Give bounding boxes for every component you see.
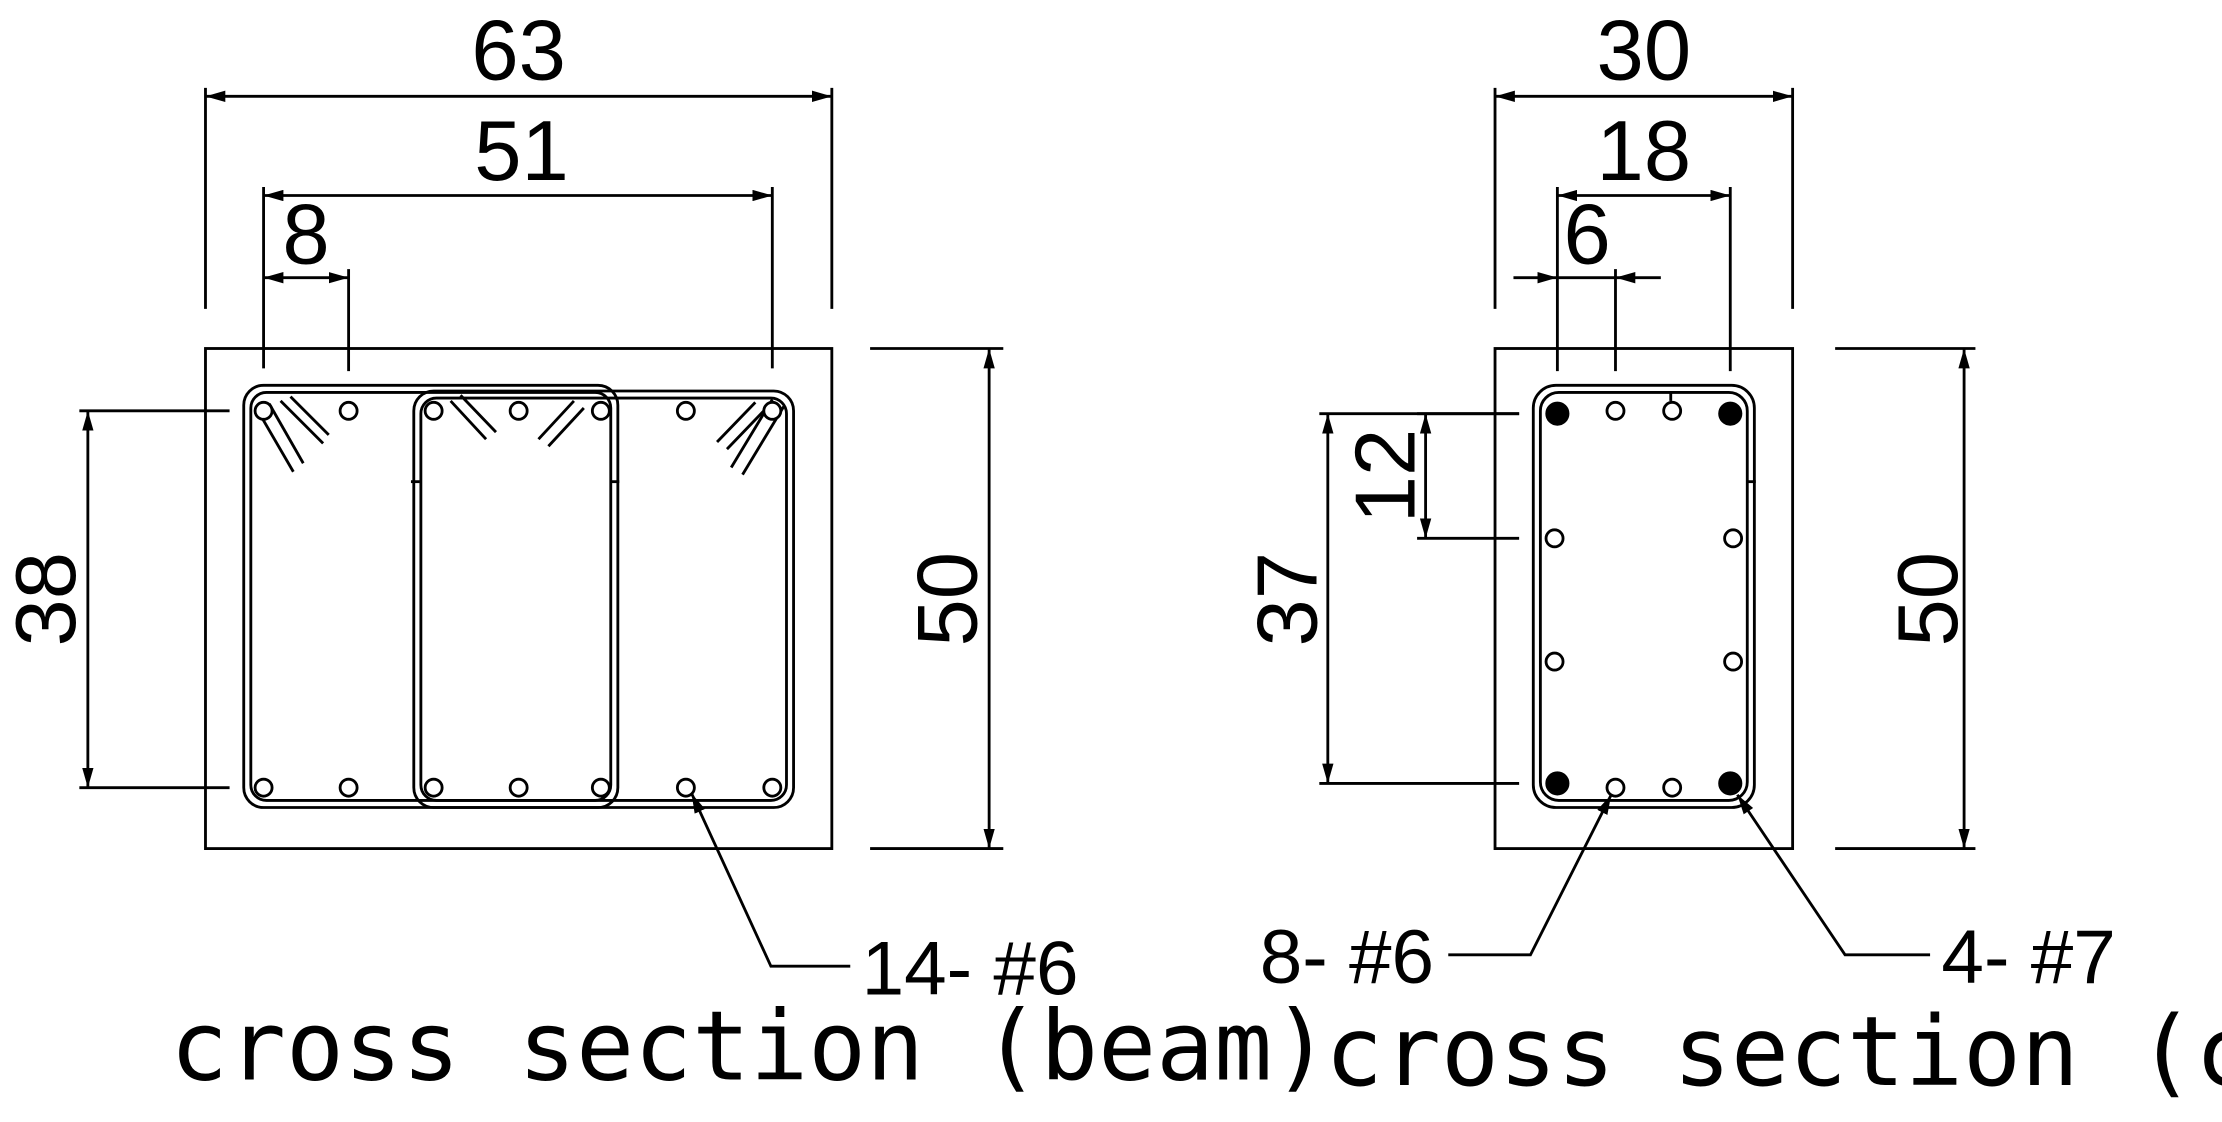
- column-dim-spacing-label: 6: [1563, 188, 1610, 283]
- column-dim-inner-label: 18: [1597, 104, 1692, 199]
- column-dim-spacing: 6: [1513, 188, 1661, 372]
- beam-dim-inner-height-label: 38: [0, 552, 94, 647]
- column-rebar-large-label: 4- #7: [1941, 915, 2115, 1000]
- beam-dim-inner-height: 38: [0, 409, 230, 790]
- beam-rebars: [253, 400, 783, 798]
- column-rebar-large-callout: 4- #7: [1736, 793, 2116, 1000]
- column-caption: cross section (column): [1325, 996, 2222, 1108]
- column-dim-width: 30: [1493, 3, 1795, 309]
- column-rebars: [1544, 400, 1744, 798]
- beam-stirrup-left-inner: [249, 391, 613, 802]
- column-dim-width-label: 30: [1597, 3, 1692, 98]
- beam-dim-width: 63: [204, 3, 834, 309]
- beam-stirrup-left: [242, 383, 620, 809]
- beam-rebar-label: 14- #6: [862, 927, 1079, 1012]
- beam-dim-spacing: 8: [263, 188, 351, 372]
- column-section: 30 18 6 50 37: [1240, 3, 2222, 1108]
- column-dim-inner-height-label: 37: [1240, 552, 1335, 647]
- beam-stirrup-right: [412, 389, 795, 809]
- beam-section: 63 51 8 50 38: [0, 3, 1330, 1102]
- column-rebar-small-label: 8- #6: [1260, 915, 1434, 1000]
- column-stirrup: [1531, 383, 1756, 809]
- column-outline: [1493, 347, 1795, 851]
- column-rebar-small-callout: 8- #6: [1260, 794, 1613, 1000]
- beam-stirrup-right-inner: [419, 396, 788, 802]
- beam-outline: [204, 347, 834, 851]
- column-dim-height: 50: [1835, 347, 1976, 850]
- beam-dim-height: 50: [870, 347, 1004, 850]
- beam-rebar-callout: 14- #6: [690, 792, 1079, 1012]
- beam-dim-height-label: 50: [900, 552, 995, 647]
- column-dim-height-label: 50: [1881, 552, 1976, 647]
- beam-dim-inner-label: 51: [474, 104, 569, 199]
- column-dim-vertical-spacing-label: 12: [1338, 429, 1433, 524]
- column-dim-vertical-spacing: 12: [1338, 412, 1520, 540]
- column-stirrup-inner: [1538, 391, 1749, 802]
- beam-dim-inner: 51: [262, 104, 774, 369]
- beam-dim-width-label: 63: [471, 3, 566, 98]
- beam-caption: cross section (beam): [170, 991, 1330, 1103]
- beam-dim-spacing-label: 8: [282, 188, 329, 283]
